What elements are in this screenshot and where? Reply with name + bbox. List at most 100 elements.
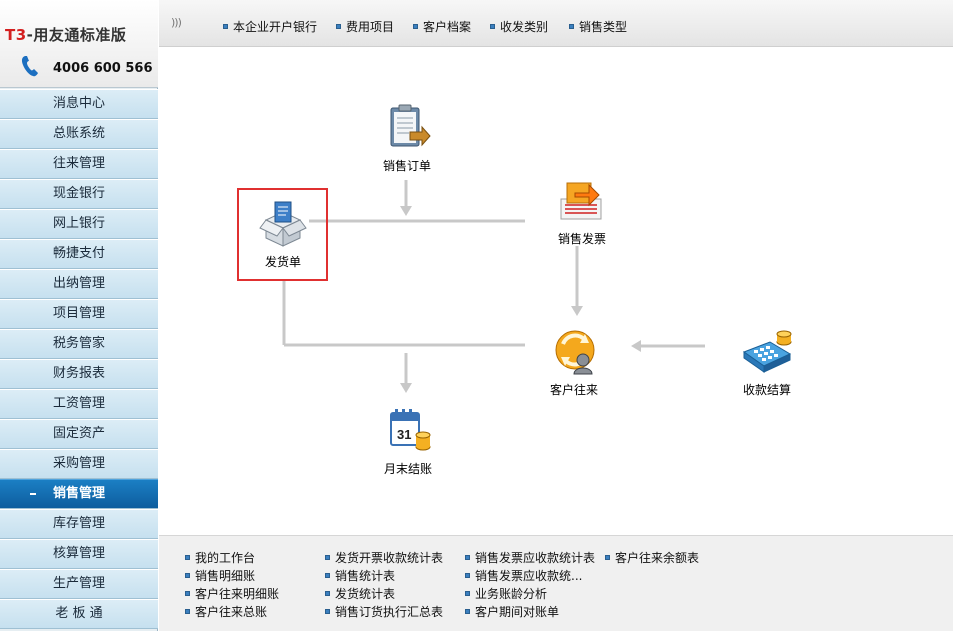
expand-chevron-icon[interactable]: ))) [171, 16, 182, 29]
link-label: 客户往来明细账 [195, 587, 280, 601]
menu-item-payroll[interactable]: 工资管理 [0, 389, 158, 419]
menu-item-fixed-assets[interactable]: 固定资产 [0, 419, 158, 449]
node-receipt-settlement[interactable]: 收款结算 [732, 326, 802, 398]
link-customer-period-statement[interactable]: 客户期间对账单 [465, 604, 559, 620]
calendar-coins-icon: 31 [390, 409, 431, 451]
menu-item-sales-label: 销售管理 [52, 486, 105, 501]
link-label: 收发类别 [500, 20, 549, 34]
active-marker-icon [30, 493, 36, 495]
bullet-icon [325, 609, 330, 614]
customer-ar-label: 客户往来 [549, 383, 598, 397]
receipt-settlement-label: 收款结算 [742, 383, 791, 397]
menu-item-tax[interactable]: 税务管家 [0, 329, 158, 359]
bullet-icon [465, 573, 470, 578]
link-label: 发货开票收款统计表 [335, 551, 444, 565]
menu-item-project[interactable]: 项目管理 [0, 299, 158, 329]
menu-item-ar-ap[interactable]: 往来管理 [0, 149, 158, 179]
hotline: 4006 600 566 [0, 50, 158, 86]
link-invoice-receivable-stats-2[interactable]: 销售发票应收款统... [465, 568, 582, 584]
customer-ar-icon [555, 330, 595, 375]
menu-item-online-bank[interactable]: 网上银行 [0, 209, 158, 239]
link-customer-balance[interactable]: 客户往来余额表 [605, 550, 699, 566]
bullet-icon [223, 24, 228, 29]
link-delivery-invoice-receipt-stats[interactable]: 发货开票收款统计表 [325, 550, 443, 566]
link-sales-detail-ledger[interactable]: 销售明细账 [185, 568, 255, 584]
sales-flow-diagram: 销售订单 发货单 [159, 48, 953, 535]
logo-t3: T3 [5, 26, 27, 44]
link-label: 销售发票应收款统... [475, 569, 583, 583]
sidebar: T3-用友通标准版 4006 600 566 消息中心 总账系统 往来管理 现金… [0, 0, 158, 631]
link-label: 客户期间对账单 [475, 605, 560, 619]
link-invoice-receivable-stats[interactable]: 销售发票应收款统计表 [465, 550, 595, 566]
bullet-icon [325, 573, 330, 578]
link-label: 客户档案 [423, 20, 472, 34]
link-label: 发货统计表 [335, 587, 396, 601]
menu-item-production[interactable]: 生产管理 [0, 569, 158, 599]
link-label: 销售发票应收款统计表 [475, 551, 596, 565]
bullet-icon [185, 591, 190, 596]
bullet-icon [413, 24, 418, 29]
link-customer-general-ledger[interactable]: 客户往来总账 [185, 604, 267, 620]
link-label: 销售类型 [579, 20, 628, 34]
bullet-icon [465, 591, 470, 596]
delivery-note-label: 发货单 [264, 255, 301, 269]
module-menu: 消息中心 总账系统 往来管理 现金银行 网上银行 畅捷支付 出纳管理 项目管理 … [0, 89, 158, 629]
link-label: 我的工作台 [195, 551, 256, 565]
product-logo: T3-用友通标准版 4006 600 566 [0, 0, 158, 88]
link-customer-detail-ledger[interactable]: 客户往来明细账 [185, 586, 279, 602]
sales-invoice-label: 销售发票 [557, 232, 606, 246]
delivery-box-icon [259, 201, 307, 247]
hotline-number: 4006 600 566 [53, 61, 153, 76]
menu-item-financial-report[interactable]: 财务报表 [0, 359, 158, 389]
menu-item-message-center[interactable]: 消息中心 [0, 89, 158, 119]
node-month-end-close[interactable]: 31 月末结账 [373, 405, 443, 477]
sales-invoice-icon [560, 182, 602, 220]
menu-item-boss[interactable]: 老 板 通 [0, 599, 158, 629]
menu-item-sales[interactable]: 销售管理 [0, 479, 158, 509]
link-delivery-stats[interactable]: 发货统计表 [325, 586, 395, 602]
link-my-workbench[interactable]: 我的工作台 [185, 550, 255, 566]
phone-icon [21, 56, 38, 77]
month-end-label: 月末结账 [383, 462, 432, 476]
bullet-icon [325, 591, 330, 596]
bullet-icon [465, 609, 470, 614]
selection-highlight [237, 188, 328, 281]
link-expense-items[interactable]: 费用项目 [336, 19, 394, 35]
link-sales-type[interactable]: 销售类型 [569, 19, 627, 35]
bullet-icon [185, 609, 190, 614]
node-customer-ar[interactable]: 客户往来 [539, 326, 609, 398]
menu-item-accounting[interactable]: 核算管理 [0, 539, 158, 569]
link-company-bank[interactable]: 本企业开户银行 [223, 19, 317, 35]
link-customer-archive[interactable]: 客户档案 [413, 19, 471, 35]
menu-item-cashier[interactable]: 出纳管理 [0, 269, 158, 299]
menu-item-purchase[interactable]: 采购管理 [0, 449, 158, 479]
link-aging-analysis[interactable]: 业务账龄分析 [465, 586, 547, 602]
menu-item-inventory[interactable]: 库存管理 [0, 509, 158, 539]
logo-title-text: -用友通标准版 [26, 26, 127, 44]
link-io-category[interactable]: 收发类别 [490, 19, 548, 35]
bullet-icon [490, 24, 495, 29]
menu-item-quick-pay[interactable]: 畅捷支付 [0, 239, 158, 269]
report-links-panel: 我的工作台 销售明细账 客户往来明细账 客户往来总账 发货开票收款统计表 销售统… [159, 535, 953, 631]
link-sales-order-execution-summary[interactable]: 销售订货执行汇总表 [325, 604, 443, 620]
bullet-icon [185, 555, 190, 560]
bullet-icon [465, 555, 470, 560]
bullet-icon [185, 573, 190, 578]
link-label: 销售统计表 [335, 569, 396, 583]
flow-connectors [282, 180, 705, 393]
link-label: 业务账龄分析 [475, 587, 548, 601]
link-label: 销售明细账 [195, 569, 256, 583]
product-title: T3-用友通标准版 [5, 24, 126, 45]
link-label: 销售订货执行汇总表 [335, 605, 444, 619]
node-delivery-note[interactable]: 发货单 [251, 200, 315, 270]
bullet-icon [605, 555, 610, 560]
link-sales-stats[interactable]: 销售统计表 [325, 568, 395, 584]
menu-item-general-ledger[interactable]: 总账系统 [0, 119, 158, 149]
bullet-icon [325, 555, 330, 560]
link-label: 客户往来总账 [195, 605, 268, 619]
sales-order-label: 销售订单 [382, 159, 431, 173]
node-sales-invoice[interactable]: 销售发票 [547, 175, 617, 247]
node-sales-order[interactable]: 销售订单 [372, 102, 442, 174]
menu-item-cash-bank[interactable]: 现金银行 [0, 179, 158, 209]
